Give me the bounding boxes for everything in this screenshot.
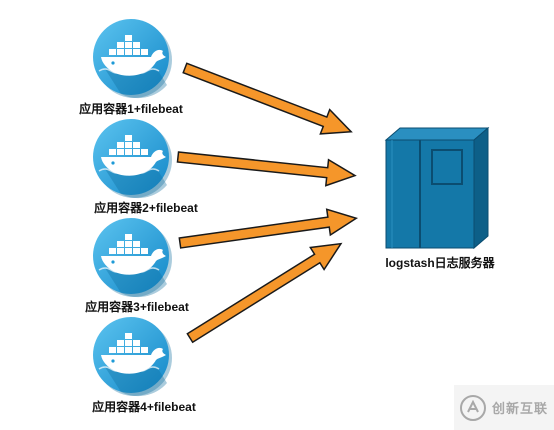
container-label-4: 应用容器4+filebeat (92, 400, 196, 414)
docker-whale-icon (92, 18, 173, 99)
container-label-2: 应用容器2+filebeat (94, 201, 198, 215)
docker-whale-icon (92, 217, 173, 298)
logo-icon (460, 394, 486, 421)
server-label: logstash日志服务器 (385, 256, 495, 270)
arrow-1 (179, 55, 357, 145)
docker-whale-icon (92, 316, 173, 397)
container-label-3: 应用容器3+filebeat (85, 300, 189, 314)
arrow-2 (175, 143, 358, 190)
arrow-4 (182, 231, 349, 350)
watermark-text: 创新互联 (492, 401, 549, 416)
docker-whale-icon (92, 118, 173, 199)
container-label-1: 应用容器1+filebeat (79, 102, 183, 116)
watermark: 创新互联 (454, 385, 554, 430)
server-tower-icon (384, 126, 490, 250)
